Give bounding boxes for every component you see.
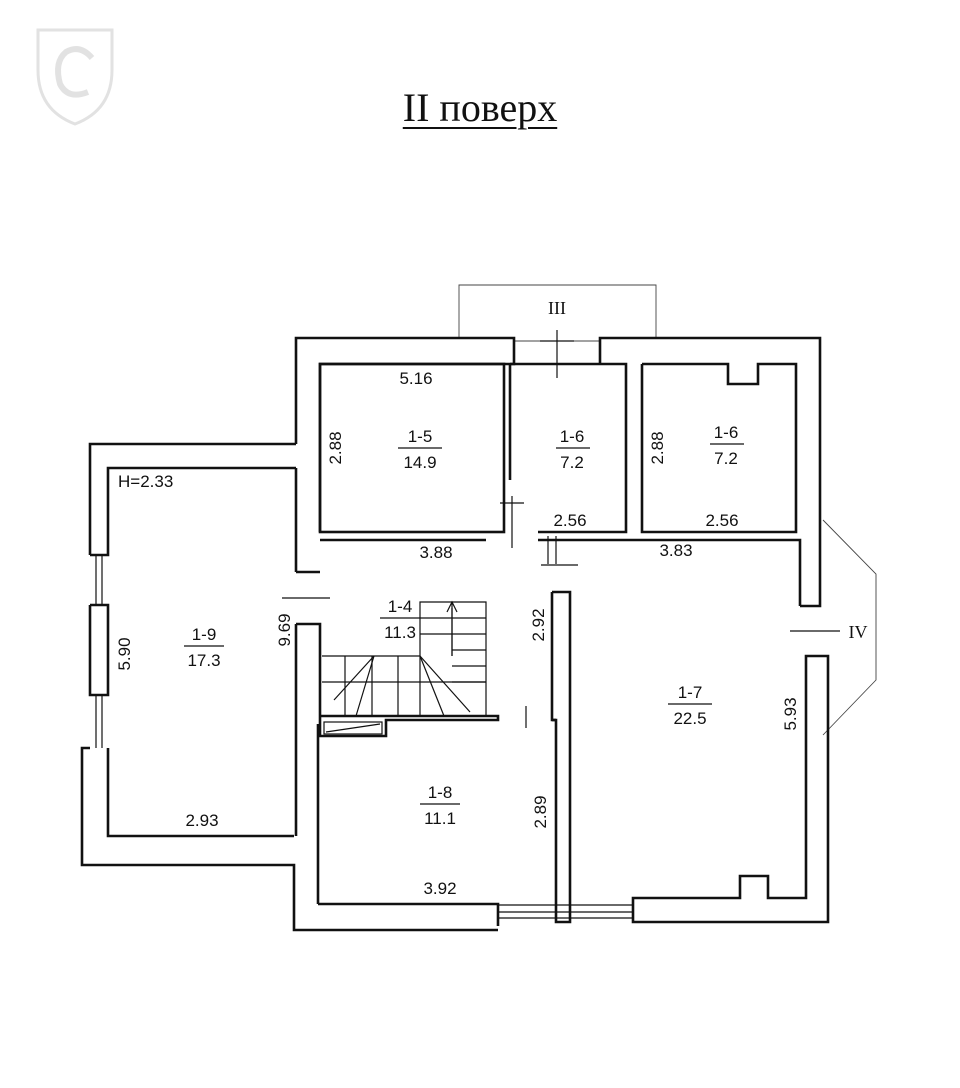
exit-north-label: III xyxy=(548,298,566,318)
staircase-icon xyxy=(322,600,487,717)
svg-text:5.16: 5.16 xyxy=(399,369,432,388)
dimension-labels: 5.16 2.88 2.88 2.56 2.56 3.88 3.83 9.69 … xyxy=(115,369,800,898)
svg-text:17.3: 17.3 xyxy=(187,651,220,670)
svg-text:5.93: 5.93 xyxy=(781,697,800,730)
svg-text:11.3: 11.3 xyxy=(384,623,416,642)
svg-text:2.56: 2.56 xyxy=(705,511,738,530)
svg-text:2.89: 2.89 xyxy=(531,795,550,828)
svg-text:2.93: 2.93 xyxy=(185,811,218,830)
bay-east xyxy=(790,519,877,736)
svg-text:3.83: 3.83 xyxy=(659,541,692,560)
room-1-7: 1-7 22.5 xyxy=(668,683,712,728)
svg-text:7.2: 7.2 xyxy=(714,449,738,468)
room-1-8: 1-8 11.1 xyxy=(420,783,460,828)
svg-text:1-5: 1-5 xyxy=(408,427,433,446)
svg-text:1-4: 1-4 xyxy=(388,597,413,616)
svg-text:1-6: 1-6 xyxy=(560,427,585,446)
room-1-9: 1-9 17.3 xyxy=(184,625,224,670)
svg-text:1-8: 1-8 xyxy=(428,783,453,802)
svg-text:3.88: 3.88 xyxy=(419,543,452,562)
svg-text:1-9: 1-9 xyxy=(192,625,217,644)
room-1-5: 1-5 14.9 xyxy=(398,427,442,472)
svg-text:7.2: 7.2 xyxy=(560,453,584,472)
watermark-logo xyxy=(36,28,114,126)
svg-text:14.9: 14.9 xyxy=(403,453,436,472)
room-1-6-b: 1-6 7.2 xyxy=(710,423,744,468)
svg-text:2.56: 2.56 xyxy=(553,511,586,530)
svg-text:2.88: 2.88 xyxy=(648,431,667,464)
svg-text:3.92: 3.92 xyxy=(423,879,456,898)
svg-text:22.5: 22.5 xyxy=(673,709,706,728)
svg-text:9.69: 9.69 xyxy=(275,613,294,646)
room-1-4: 1-4 11.3 xyxy=(380,597,420,642)
floor-title: II поверх xyxy=(402,85,558,130)
svg-text:2.92: 2.92 xyxy=(529,608,548,641)
balcony-north xyxy=(458,284,657,378)
outer-walls xyxy=(80,336,830,932)
svg-text:11.1: 11.1 xyxy=(424,809,456,828)
svg-text:1-6: 1-6 xyxy=(714,423,739,442)
svg-text:5.90: 5.90 xyxy=(115,637,134,670)
inner-walls xyxy=(282,362,798,924)
ceiling-height-label: H=2.33 xyxy=(118,472,173,491)
room-1-6-a: 1-6 7.2 xyxy=(556,427,590,472)
svg-text:1-7: 1-7 xyxy=(678,683,703,702)
svg-text:2.88: 2.88 xyxy=(326,431,345,464)
exit-east-label: IV xyxy=(849,622,868,642)
